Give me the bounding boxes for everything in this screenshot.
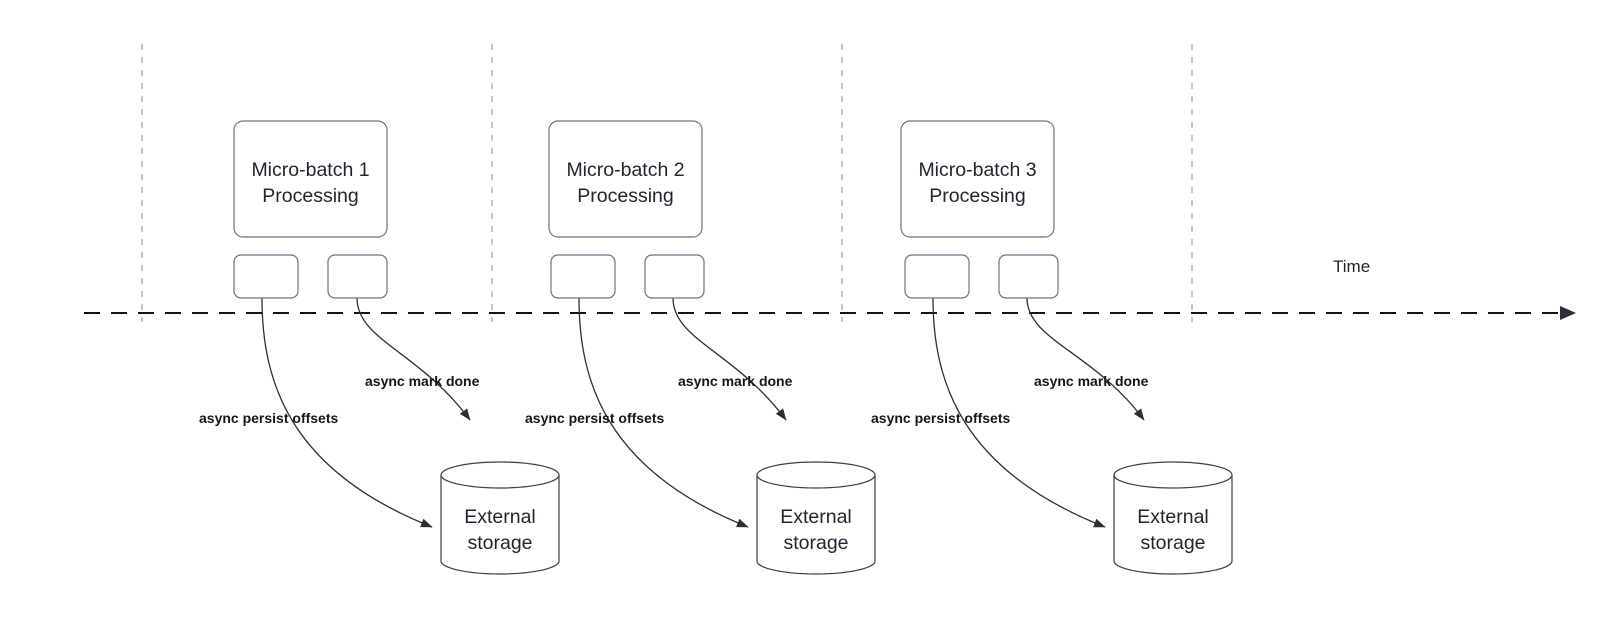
flow-edge-persist-offsets-2 — [578, 297, 749, 528]
storage-cylinder-body-3[interactable] — [1113, 474, 1233, 575]
axis-label-layer: Time — [1333, 257, 1370, 276]
edge-label-persist-offsets-3: async persist offsets — [871, 410, 1010, 426]
edge-label-mark-done-1: async mark done — [365, 373, 480, 389]
process-box-label-line2-1: Processing — [262, 185, 358, 207]
flow-edge-mark-done-2 — [672, 297, 787, 421]
task-box-task-1a[interactable] — [233, 254, 299, 299]
task-box-task-3b[interactable] — [998, 254, 1059, 299]
flow-edge-persist-offsets-3 — [932, 297, 1106, 528]
process-box-1[interactable] — [233, 120, 388, 238]
storage-label-line2-3: storage — [1140, 532, 1205, 554]
task-box-task-1b[interactable] — [327, 254, 388, 299]
edge-label-persist-offsets-2: async persist offsets — [525, 410, 664, 426]
process-box-label-line2-3: Processing — [929, 185, 1025, 207]
task-box-task-3a[interactable] — [904, 254, 970, 299]
flow-edge-mark-done-1 — [356, 297, 471, 421]
process-box-label-line2-2: Processing — [577, 185, 673, 207]
edge-label-mark-done-2: async mark done — [678, 373, 793, 389]
storage-cylinder-top-3 — [1113, 461, 1233, 489]
flow-edge-layer — [261, 297, 1145, 528]
flow-edge-mark-done-3 — [1026, 297, 1145, 421]
process-box-2[interactable] — [548, 120, 703, 238]
storage-label-line1-3: External — [1137, 506, 1209, 528]
storage-cylinder-top-2 — [756, 461, 876, 489]
process-box-label-line1-2: Micro-batch 2 — [566, 159, 684, 181]
timeline-axis — [84, 306, 1576, 320]
storage-label-line1-2: External — [780, 506, 852, 528]
process-box-3[interactable] — [900, 120, 1055, 238]
storage-label-line1-1: External — [464, 506, 536, 528]
storage-cylinder-body-1[interactable] — [440, 474, 560, 575]
flow-edge-persist-offsets-1 — [261, 297, 433, 528]
task-box-task-2a[interactable] — [550, 254, 616, 299]
storage-label-line2-1: storage — [467, 532, 532, 554]
storage-label-line2-2: storage — [783, 532, 848, 554]
storage-cylinder-body-2[interactable] — [756, 474, 876, 575]
edge-label-persist-offsets-1: async persist offsets — [199, 410, 338, 426]
process-box-label-line1-3: Micro-batch 3 — [918, 159, 1036, 181]
edge-label-mark-done-3: async mark done — [1034, 373, 1149, 389]
edge-label-layer: async persist offsets async mark done asyn… — [199, 373, 1149, 426]
time-axis-arrowhead — [1560, 306, 1576, 320]
process-box-label-line1-1: Micro-batch 1 — [251, 159, 369, 181]
task-box-task-2b[interactable] — [644, 254, 705, 299]
time-axis-label: Time — [1333, 257, 1370, 276]
storage-cylinder-top-1 — [440, 461, 560, 489]
